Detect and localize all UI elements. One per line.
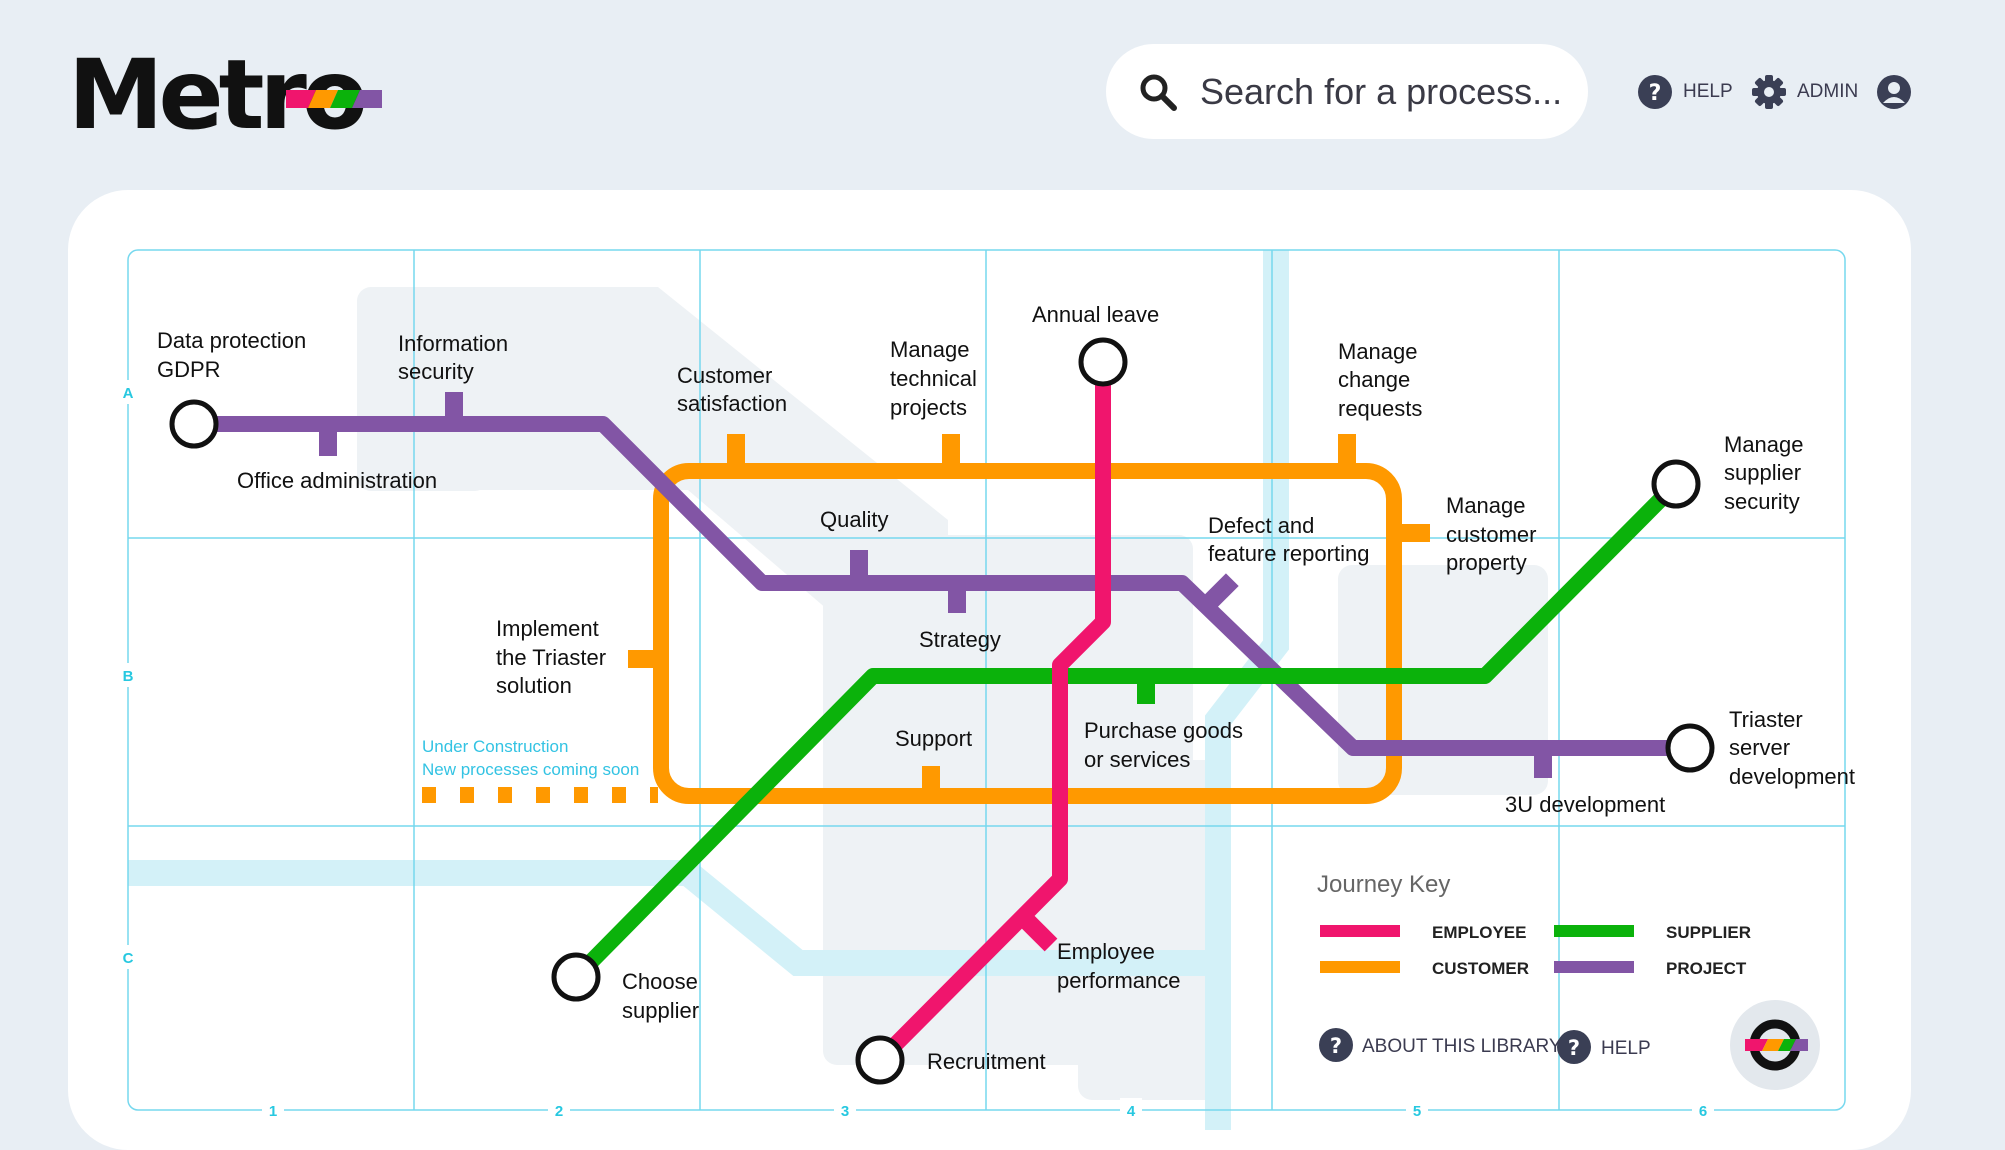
key-label-project: PROJECT: [1666, 959, 1747, 978]
station-recruitment[interactable]: Recruitment: [927, 1049, 1046, 1074]
station-purchase-goods[interactable]: Purchase goods or services: [1084, 718, 1249, 772]
admin-link[interactable]: ADMIN: [1751, 72, 1858, 112]
station-data-protection[interactable]: Data protection GDPR: [157, 328, 312, 382]
station-customer-satisfaction[interactable]: Customer satisfaction: [677, 363, 787, 416]
journey-key: Journey Key EMPLOYEE CUSTOMER SUPPLIER P…: [1317, 871, 1751, 978]
project-line[interactable]: [194, 392, 1690, 778]
grid-row-c: C: [123, 950, 134, 967]
search-bar[interactable]: [1106, 44, 1588, 139]
supplier-line[interactable]: [570, 478, 1682, 983]
user-icon: [1877, 75, 1911, 109]
station-manage-supplier-security[interactable]: Manage supplier security: [1724, 432, 1810, 514]
employee-line[interactable]: [874, 362, 1111, 1066]
metro-map: A B C 1 2 3 4 5 6: [117, 249, 1855, 1130]
metro-logo[interactable]: Metro: [68, 40, 382, 150]
key-label-employee: EMPLOYEE: [1432, 923, 1526, 942]
station-manage-change-requests[interactable]: Manage change requests: [1338, 339, 1424, 421]
help-icon-glyph: ?: [1330, 1034, 1342, 1058]
station-choose-supplier[interactable]: Choose supplier: [622, 969, 704, 1023]
station-triaster-server-development[interactable]: Triaster server development: [1729, 707, 1855, 789]
station-information-security[interactable]: Information security: [398, 331, 514, 384]
key-swatch-employee: [1320, 925, 1400, 937]
station-manage-customer-property[interactable]: Manage customer property: [1446, 493, 1543, 575]
footer-help-label: HELP: [1601, 1038, 1651, 1059]
grid-col-5: 5: [1413, 1103, 1421, 1120]
help-link[interactable]: ? HELP: [1637, 72, 1733, 112]
footer-help-link[interactable]: ? HELP: [1557, 1030, 1651, 1064]
station-annual-leave[interactable]: Annual leave: [1032, 302, 1159, 327]
station-implement-triaster[interactable]: Implement the Triaster solution: [496, 616, 612, 698]
help-icon: ?: [1638, 75, 1672, 109]
station-strategy[interactable]: Strategy: [919, 627, 1001, 652]
grid-col-4: 4: [1127, 1103, 1136, 1120]
user-account-button[interactable]: [1876, 72, 1912, 112]
customer-line[interactable]: [422, 434, 1430, 804]
terminal-stations[interactable]: [169, 337, 1715, 1085]
journey-key-title: Journey Key: [1317, 871, 1450, 898]
grid-col-3: 3: [841, 1103, 849, 1120]
help-icon-glyph: ?: [1568, 1036, 1580, 1060]
key-swatch-customer: [1320, 961, 1400, 973]
grid-col-6: 6: [1699, 1103, 1707, 1120]
admin-label: ADMIN: [1797, 81, 1859, 102]
help-label: HELP: [1683, 81, 1733, 102]
grid-row-b: B: [123, 668, 134, 685]
station-manage-technical-projects[interactable]: Manage technical projects: [890, 337, 983, 420]
search-icon: [1140, 74, 1177, 111]
home-button[interactable]: [1730, 1000, 1820, 1090]
key-label-customer: CUSTOMER: [1432, 959, 1529, 978]
about-library-link[interactable]: ? ABOUT THIS LIBRARY: [1319, 1028, 1562, 1062]
station-3u-development[interactable]: 3U development: [1505, 792, 1665, 817]
gear-icon: [1752, 75, 1786, 109]
help-icon: [1319, 1028, 1353, 1062]
map-grid: A B C 1 2 3 4 5 6: [117, 249, 1846, 1122]
station-office-administration[interactable]: Office administration: [237, 468, 437, 493]
svg-text:?: ?: [1649, 81, 1662, 106]
grid-col-1: 1: [269, 1103, 277, 1120]
key-swatch-supplier: [1554, 925, 1634, 937]
station-quality[interactable]: Quality: [820, 507, 888, 532]
station-employee-performance[interactable]: Employee performance: [1057, 939, 1181, 993]
grid-col-2: 2: [555, 1103, 563, 1120]
under-construction-note: Under Construction New processes coming …: [422, 737, 639, 779]
key-swatch-project: [1554, 961, 1634, 973]
key-label-supplier: SUPPLIER: [1666, 923, 1751, 942]
help-icon: [1557, 1030, 1591, 1064]
station-defect-feature-reporting[interactable]: Defect and feature reporting: [1208, 513, 1369, 566]
grid-row-a: A: [123, 385, 134, 402]
search-input[interactable]: [1198, 69, 1582, 114]
station-support[interactable]: Support: [895, 726, 972, 751]
about-library-label: ABOUT THIS LIBRARY: [1362, 1036, 1562, 1057]
logo-stripe: [286, 90, 382, 108]
